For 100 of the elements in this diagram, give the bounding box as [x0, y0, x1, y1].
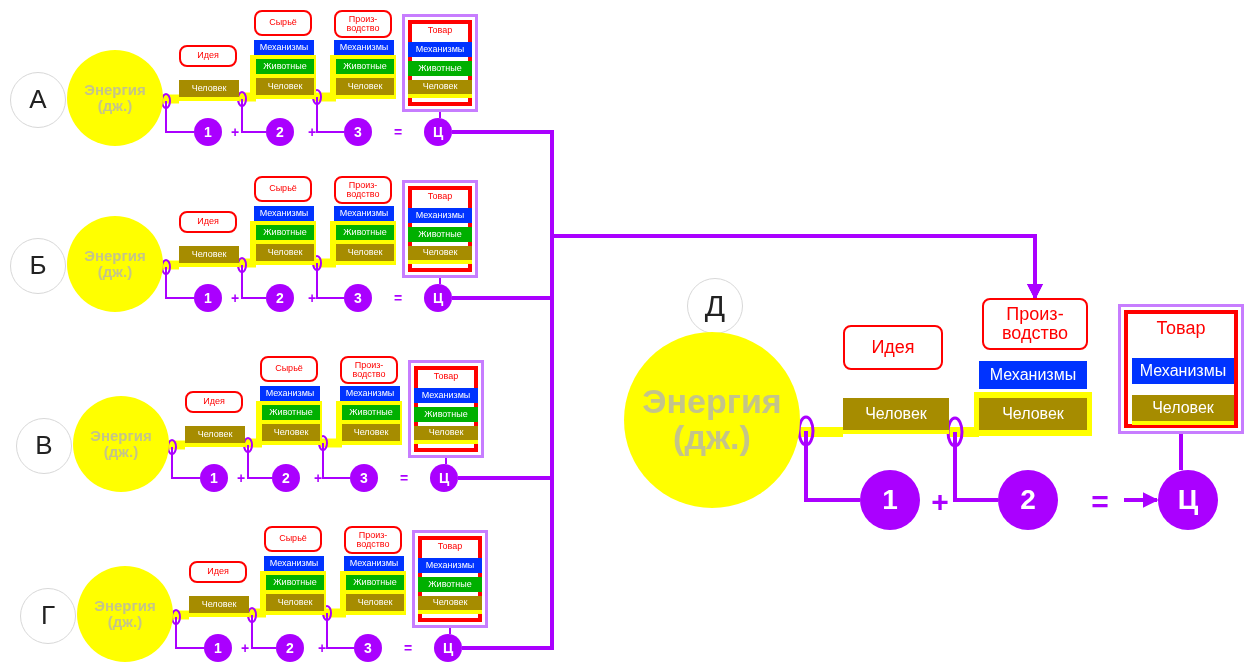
number-circle: 3 — [344, 284, 372, 312]
arrow — [237, 257, 267, 299]
arrow — [1124, 492, 1159, 508]
number-circle: Ц — [434, 634, 462, 662]
energy-circle: Энергия (дж.) — [77, 566, 173, 662]
energy-line — [314, 258, 336, 268]
operator-sign: + — [230, 124, 240, 140]
number-circle: 3 — [354, 634, 382, 662]
resource-bar: Животные — [336, 59, 394, 74]
number-circle: Ц — [430, 464, 458, 492]
number-circle: Ц — [424, 284, 452, 312]
resource-bar: Механизмы — [1132, 358, 1234, 384]
number-circle: 3 — [344, 118, 372, 146]
operator-sign: = — [393, 124, 403, 140]
arrow — [312, 89, 345, 133]
frame-title: Товар — [1155, 319, 1207, 338]
resource-bar: Человек — [185, 426, 245, 447]
stage-label: Произ- водство — [344, 526, 402, 554]
letter-circle: Г — [20, 588, 76, 644]
arrow — [171, 609, 205, 649]
stage-label: Идея — [185, 391, 243, 413]
stage-label: Идея — [179, 45, 237, 67]
number-circle: 3 — [350, 464, 378, 492]
arrow — [318, 435, 351, 479]
leader-line — [449, 627, 451, 635]
energy-line — [320, 438, 342, 448]
arrow — [462, 234, 1043, 650]
resource-bar: Животные — [336, 225, 394, 240]
product-frame — [1118, 304, 1244, 434]
number-circle: Ц — [424, 118, 452, 146]
resource-bar: Механизмы — [979, 361, 1087, 389]
operator-sign: + — [240, 640, 250, 656]
number-circle: 2 — [276, 634, 304, 662]
energy-line — [324, 608, 346, 618]
resource-bar: Механизмы — [408, 42, 472, 57]
number-circle: 2 — [272, 464, 300, 492]
operator-sign: + — [307, 124, 317, 140]
energy-circle: Энергия (дж.) — [67, 50, 163, 146]
resource-bar: Механизмы — [418, 558, 482, 573]
frame-title: Товар — [432, 372, 460, 382]
number-circle: 2 — [266, 118, 294, 146]
resource-bar: Механизмы — [254, 40, 314, 55]
stage-label: Идея — [843, 325, 943, 370]
leader-line — [445, 457, 447, 465]
operator-sign: = — [399, 470, 409, 486]
resource-bar: Механизмы — [408, 208, 472, 223]
operator-sign: + — [307, 290, 317, 306]
stage-label: Идея — [189, 561, 247, 583]
arrow — [243, 437, 273, 479]
resource-bar: Человек — [408, 80, 472, 98]
resource-bar: Человек — [179, 246, 239, 267]
number-circle: 1 — [194, 284, 222, 312]
arrow — [161, 259, 195, 299]
resource-bar: Человек — [1132, 395, 1234, 425]
arrow — [167, 439, 201, 479]
letter-circle: А — [10, 72, 66, 128]
resource-bar: Механизмы — [414, 388, 478, 403]
number-circle: 1 — [200, 464, 228, 492]
resource-bar: Человек — [414, 426, 478, 444]
product-frame — [408, 360, 484, 458]
operator-sign: + — [230, 290, 240, 306]
resource-bar: Механизмы — [344, 556, 404, 571]
resource-bar: Животные — [418, 577, 482, 592]
number-circle: 2 — [266, 284, 294, 312]
resource-bar: Механизмы — [254, 206, 314, 221]
operator-sign: + — [317, 640, 327, 656]
resource-bar: Человек — [418, 596, 482, 614]
stage-label: Произ- водство — [334, 10, 392, 38]
resource-bar: Механизмы — [334, 206, 394, 221]
operator-sign: + — [313, 470, 323, 486]
stage-label: Сырьё — [264, 526, 322, 552]
resource-bar: Механизмы — [260, 386, 320, 401]
stage-label: Произ- водство — [982, 298, 1088, 350]
resource-bar: Животные — [266, 575, 324, 590]
resource-bar: Человек — [408, 246, 472, 264]
frame-title: Товар — [426, 26, 454, 36]
energy-line — [314, 92, 336, 102]
resource-bar: Человек — [843, 398, 949, 434]
number-circle: 1 — [204, 634, 232, 662]
arrow — [161, 93, 195, 133]
arrow — [247, 607, 277, 649]
resource-bar: Животные — [256, 225, 314, 240]
arrow — [312, 255, 345, 299]
product-frame — [412, 530, 488, 628]
frame-title: Товар — [436, 542, 464, 552]
stage-label: Произ- водство — [340, 356, 398, 384]
product-frame — [402, 180, 478, 278]
letter-circle: Д — [687, 278, 743, 334]
operator-sign: + — [931, 485, 949, 519]
resource-bar: Животные — [262, 405, 320, 420]
number-circle: 2 — [998, 470, 1058, 530]
letter-circle: Б — [10, 238, 66, 294]
resource-bar: Механизмы — [334, 40, 394, 55]
resource-bar: Животные — [414, 407, 478, 422]
stage-label: Идея — [179, 211, 237, 233]
stage-label: Сырьё — [260, 356, 318, 382]
energy-circle: Энергия (дж.) — [73, 396, 169, 492]
number-circle: 1 — [860, 470, 920, 530]
operator-sign: = — [393, 290, 403, 306]
resource-bar: Человек — [179, 80, 239, 101]
